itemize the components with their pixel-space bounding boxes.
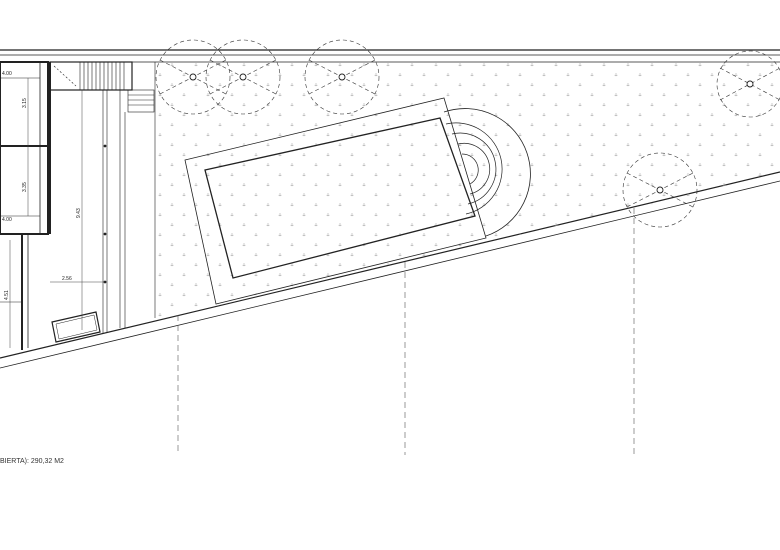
dim-mid: 4.00 (2, 217, 12, 223)
stair (49, 61, 155, 113)
dim-room2: 3.35 (22, 182, 28, 192)
dimension-labels: 4.00 3.15 3.35 4.00 4.51 9.43 2.56 (2, 71, 82, 300)
house-rooms (0, 61, 51, 350)
dim-corridor: 9.43 (76, 208, 82, 218)
dim-top: 4.00 (2, 71, 12, 77)
area-label: BIERTA): 290,32 M2 (0, 458, 64, 465)
swimming-pool (184, 97, 531, 305)
tree-trunks (189, 73, 754, 194)
dim-room3: 4.51 (4, 290, 10, 300)
garden-area (155, 62, 780, 318)
dim-room1: 3.15 (22, 98, 28, 108)
side-passage (102, 62, 156, 334)
utility-box (51, 311, 101, 343)
grid-reference-lines (177, 208, 635, 455)
dimension-lines (9, 78, 105, 348)
dim-stair: 2.56 (62, 276, 72, 282)
